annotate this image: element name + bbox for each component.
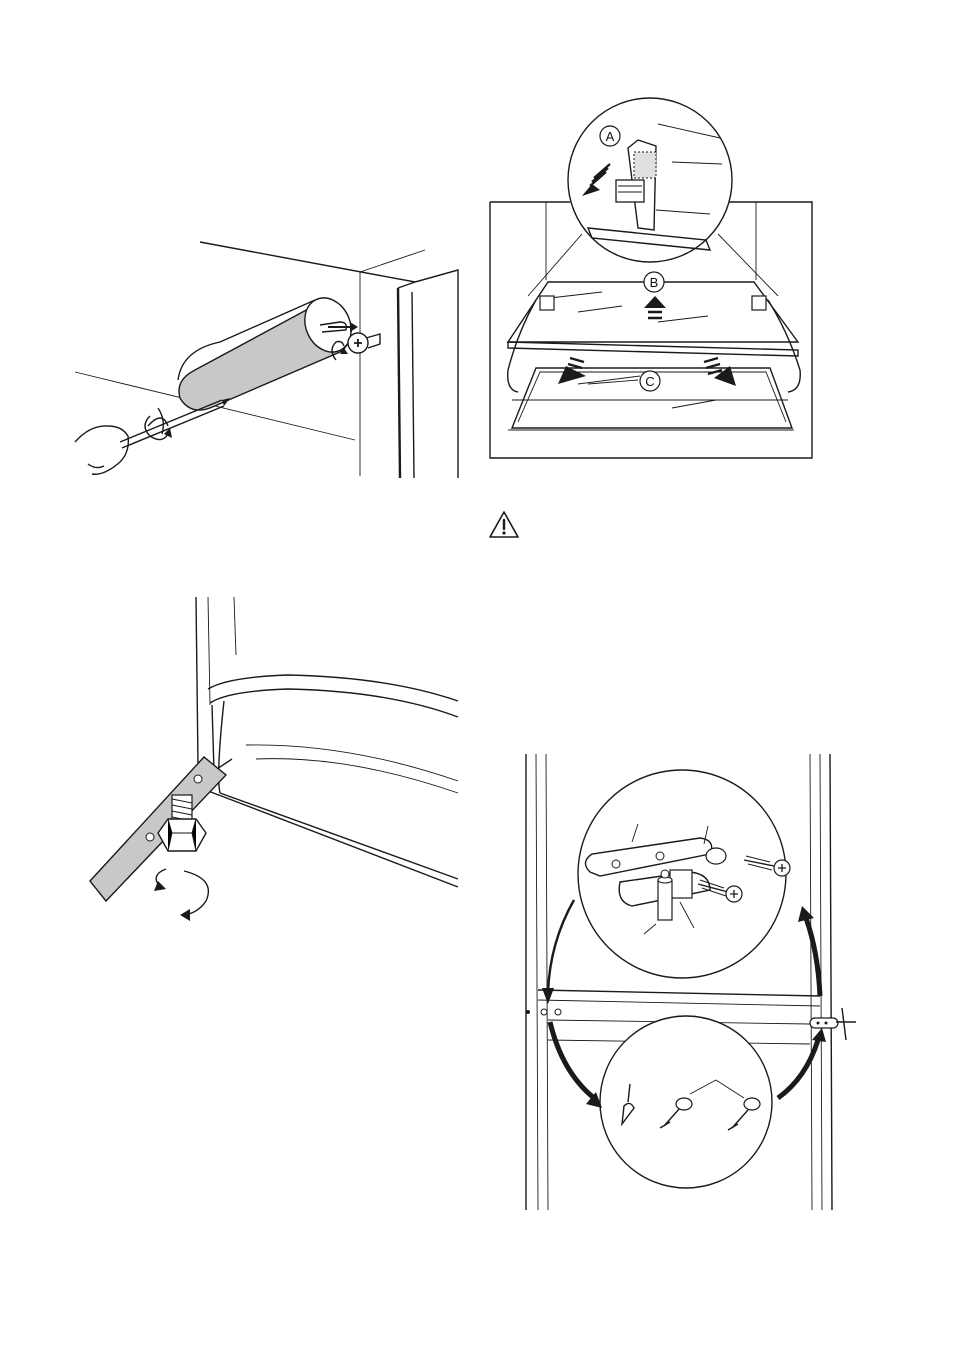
callout-b: B [650, 275, 659, 290]
figure-shelf-removal: A B C [488, 100, 814, 462]
hand-icon [75, 426, 128, 474]
arrow-down-icon [558, 358, 586, 384]
arrow-up-icon [644, 296, 666, 318]
rotate-arrow-icon [154, 869, 208, 921]
callout-a: A [606, 129, 615, 144]
rotate-arrow-icon [145, 416, 172, 440]
callout-c: C [645, 374, 654, 389]
figure-door-screw [70, 230, 470, 490]
figure-door-hinge [520, 752, 860, 1212]
warning-triangle-icon [488, 510, 520, 540]
figure-leveling-foot [88, 595, 460, 925]
